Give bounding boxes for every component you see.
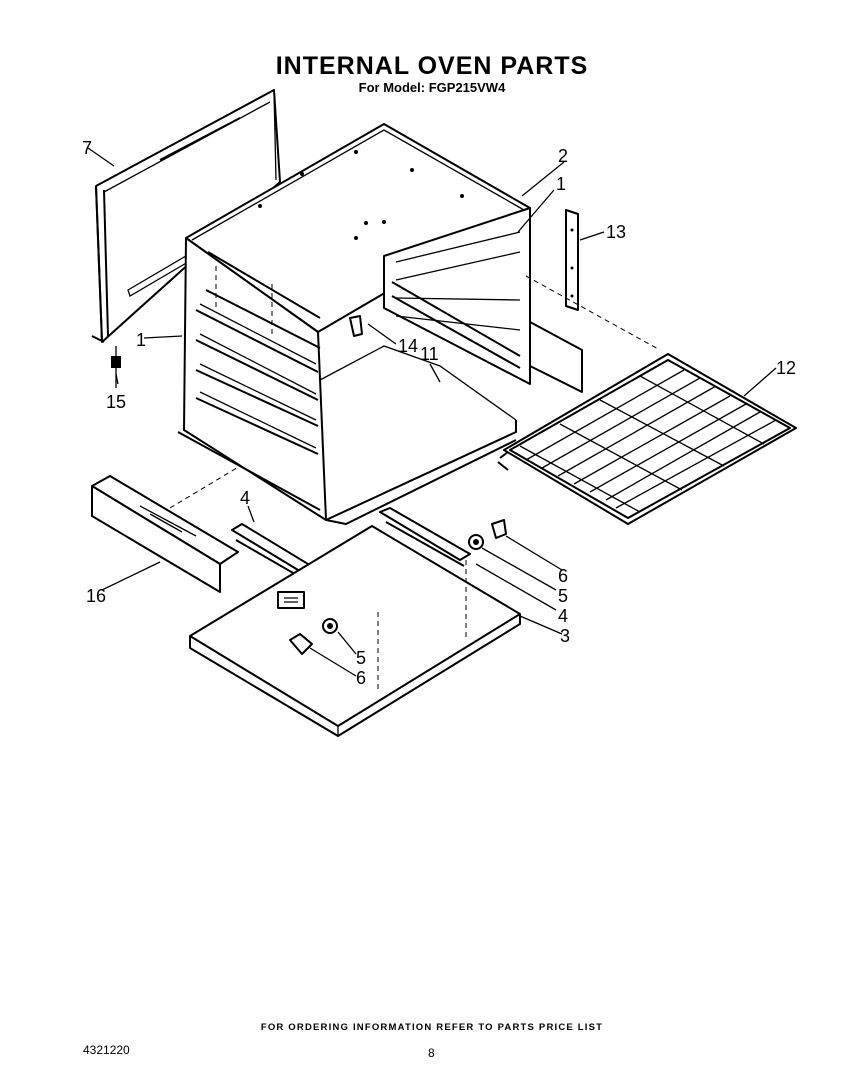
assembly-lines <box>169 266 661 690</box>
part-6-knob-lower <box>289 633 313 655</box>
callout-7: 7 <box>82 138 92 158</box>
part-4-baffle-right <box>379 507 471 567</box>
part-12-oven-rack <box>497 353 797 525</box>
callout-15: 15 <box>106 392 126 412</box>
part-16-vent-trim <box>91 475 239 593</box>
callout-5-lower: 5 <box>356 648 366 668</box>
part-14-clip <box>349 315 363 337</box>
callout-1-right: 1 <box>556 174 566 194</box>
callout-6-right: 6 <box>558 566 568 586</box>
part-7-panel <box>91 89 281 343</box>
callout-11: 11 <box>420 344 439 364</box>
callout-14: 14 <box>398 336 418 356</box>
callout-4-left: 4 <box>240 488 250 508</box>
part-3-oven-bottom <box>189 525 521 737</box>
part-6-screw-upper <box>491 519 507 539</box>
ordering-note: FOR ORDERING INFORMATION REFER TO PARTS … <box>260 1022 604 1033</box>
model-subtitle: For Model: FGP215VW4 <box>358 80 506 95</box>
callout-6-lower: 6 <box>356 668 366 688</box>
callout-3: 3 <box>560 626 570 646</box>
leader-lines <box>87 147 777 677</box>
oven-cavity <box>177 123 583 525</box>
callout-12: 12 <box>776 358 796 378</box>
part-15-fastener <box>111 346 121 388</box>
page-number: 8 <box>428 1046 435 1060</box>
callout-2: 2 <box>558 146 568 166</box>
callout-labels: 7 2 1 13 1 14 11 12 15 16 4 6 5 4 3 5 6 <box>82 138 796 688</box>
document-number: 4321220 <box>83 1043 130 1057</box>
callout-5-right: 5 <box>558 586 568 606</box>
callout-13: 13 <box>606 222 626 242</box>
part-5-bushing-upper <box>468 534 484 550</box>
part-13-bracket <box>565 209 579 311</box>
callout-4-right: 4 <box>558 606 568 626</box>
part-5-bushing-lower <box>322 618 338 634</box>
callout-1-left: 1 <box>136 330 146 350</box>
page-title: INTERNAL OVEN PARTS <box>275 52 589 80</box>
callout-16: 16 <box>86 586 106 606</box>
